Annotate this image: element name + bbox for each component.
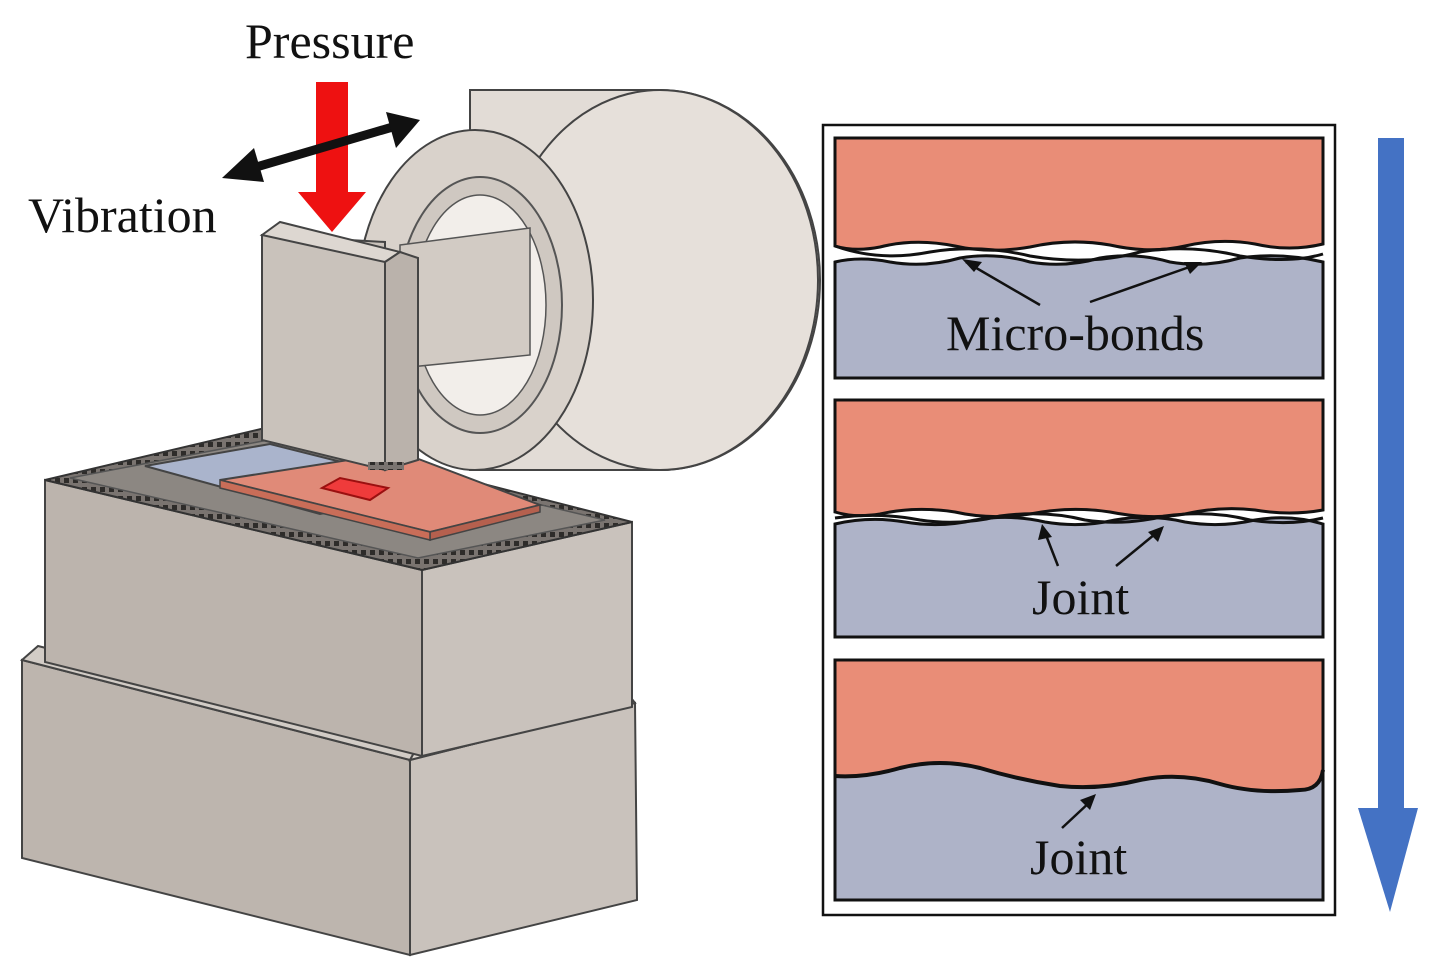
pressure-label: Pressure: [245, 13, 414, 69]
micro-bonds-label: Micro-bonds: [946, 305, 1204, 361]
process-arrow-icon: [1358, 138, 1418, 912]
vibration-arrow-icon: [222, 112, 420, 182]
pressure-arrow-icon: [298, 82, 366, 232]
joint-label-2: Joint: [1030, 829, 1127, 885]
sonotrode: [259, 220, 419, 472]
vibration-label: Vibration: [28, 187, 217, 243]
chip: [319, 476, 391, 502]
stage-micro-bonds: Micro-bonds: [833, 136, 1325, 380]
stage-complete-joint: Joint: [833, 658, 1325, 902]
transducer: [356, 89, 821, 471]
bonding-stages-panel: Micro-bonds Joint Joint: [821, 123, 1337, 917]
joint-label-1: Joint: [1032, 569, 1129, 625]
welding-machine: Pressure Vibration: [19, 13, 821, 957]
stage-joint: Joint: [833, 398, 1325, 639]
